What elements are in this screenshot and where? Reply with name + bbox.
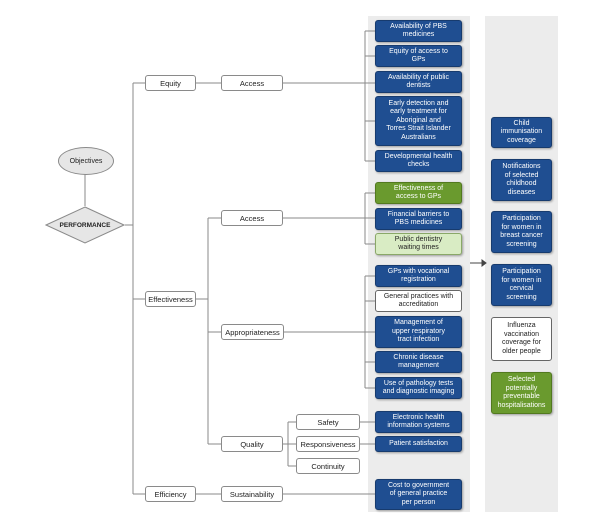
indicator-pathology-imaging: Use of pathology tests and diagnostic im… — [375, 377, 462, 399]
indicator-pbs-availability: Availability of PBS medicines — [375, 20, 462, 42]
indicator-gp-accreditation: General practices with accreditation — [375, 290, 462, 312]
indicator-developmental-checks: Developmental health checks — [375, 150, 462, 172]
indicator-gp-equity: Equity of access to GPs — [375, 45, 462, 67]
indicator-chronic-disease: Chronic disease management — [375, 351, 462, 373]
sub-quality: Quality — [221, 436, 283, 452]
indicator-financial-barriers: Financial barriers to PBS medicines — [375, 208, 462, 230]
domain-equity: Equity — [145, 75, 196, 91]
quality-responsiveness: Responsiveness — [296, 436, 360, 452]
indicator-patient-satisfaction: Patient satisfaction — [375, 436, 462, 452]
outcome-breast-cancer: Participation for women in breast cancer… — [491, 211, 552, 253]
outcome-influenza: Influenza vaccination coverage for older… — [491, 317, 552, 361]
outcome-child-immunisation: Child immunisation coverage — [491, 117, 552, 148]
indicator-early-detection: Early detection and early treatment for … — [375, 96, 462, 146]
indicator-gov-cost: Cost to government of general practice p… — [375, 479, 462, 510]
indicator-dentists-availability: Availability of public dentists — [375, 71, 462, 93]
objectives-node: Objectives — [58, 147, 114, 175]
indicator-gp-access-effectiveness: Effectiveness of access to GPs — [375, 182, 462, 204]
outcome-notifications: Notifications of selected childhood dise… — [491, 159, 552, 201]
sub-appropriateness: Appropriateness — [221, 324, 284, 340]
performance-node: PERFORMANCE — [45, 206, 125, 244]
quality-safety: Safety — [296, 414, 360, 430]
outcome-hospitalisations: Selected potentially preventable hospita… — [491, 372, 552, 414]
domain-efficiency: Efficiency — [145, 486, 196, 502]
domain-effectiveness: Effectiveness — [145, 291, 196, 307]
sub-access-equity: Access — [221, 75, 283, 91]
sub-access-effectiveness: Access — [221, 210, 283, 226]
performance-label: PERFORMANCE — [59, 221, 111, 229]
outcome-cervical: Participation for women in cervical scre… — [491, 264, 552, 306]
performance-diamond-shape — [45, 206, 125, 244]
sub-sustainability: Sustainability — [221, 486, 283, 502]
indicator-e-health: Electronic health information systems — [375, 411, 462, 433]
indicator-dentistry-waiting: Public dentistry waiting times — [375, 233, 462, 255]
indicator-gp-vocational: GPs with vocational registration — [375, 265, 462, 287]
quality-continuity: Continuity — [296, 458, 360, 474]
indicator-urti-management: Management of upper respiratory tract in… — [375, 316, 462, 348]
